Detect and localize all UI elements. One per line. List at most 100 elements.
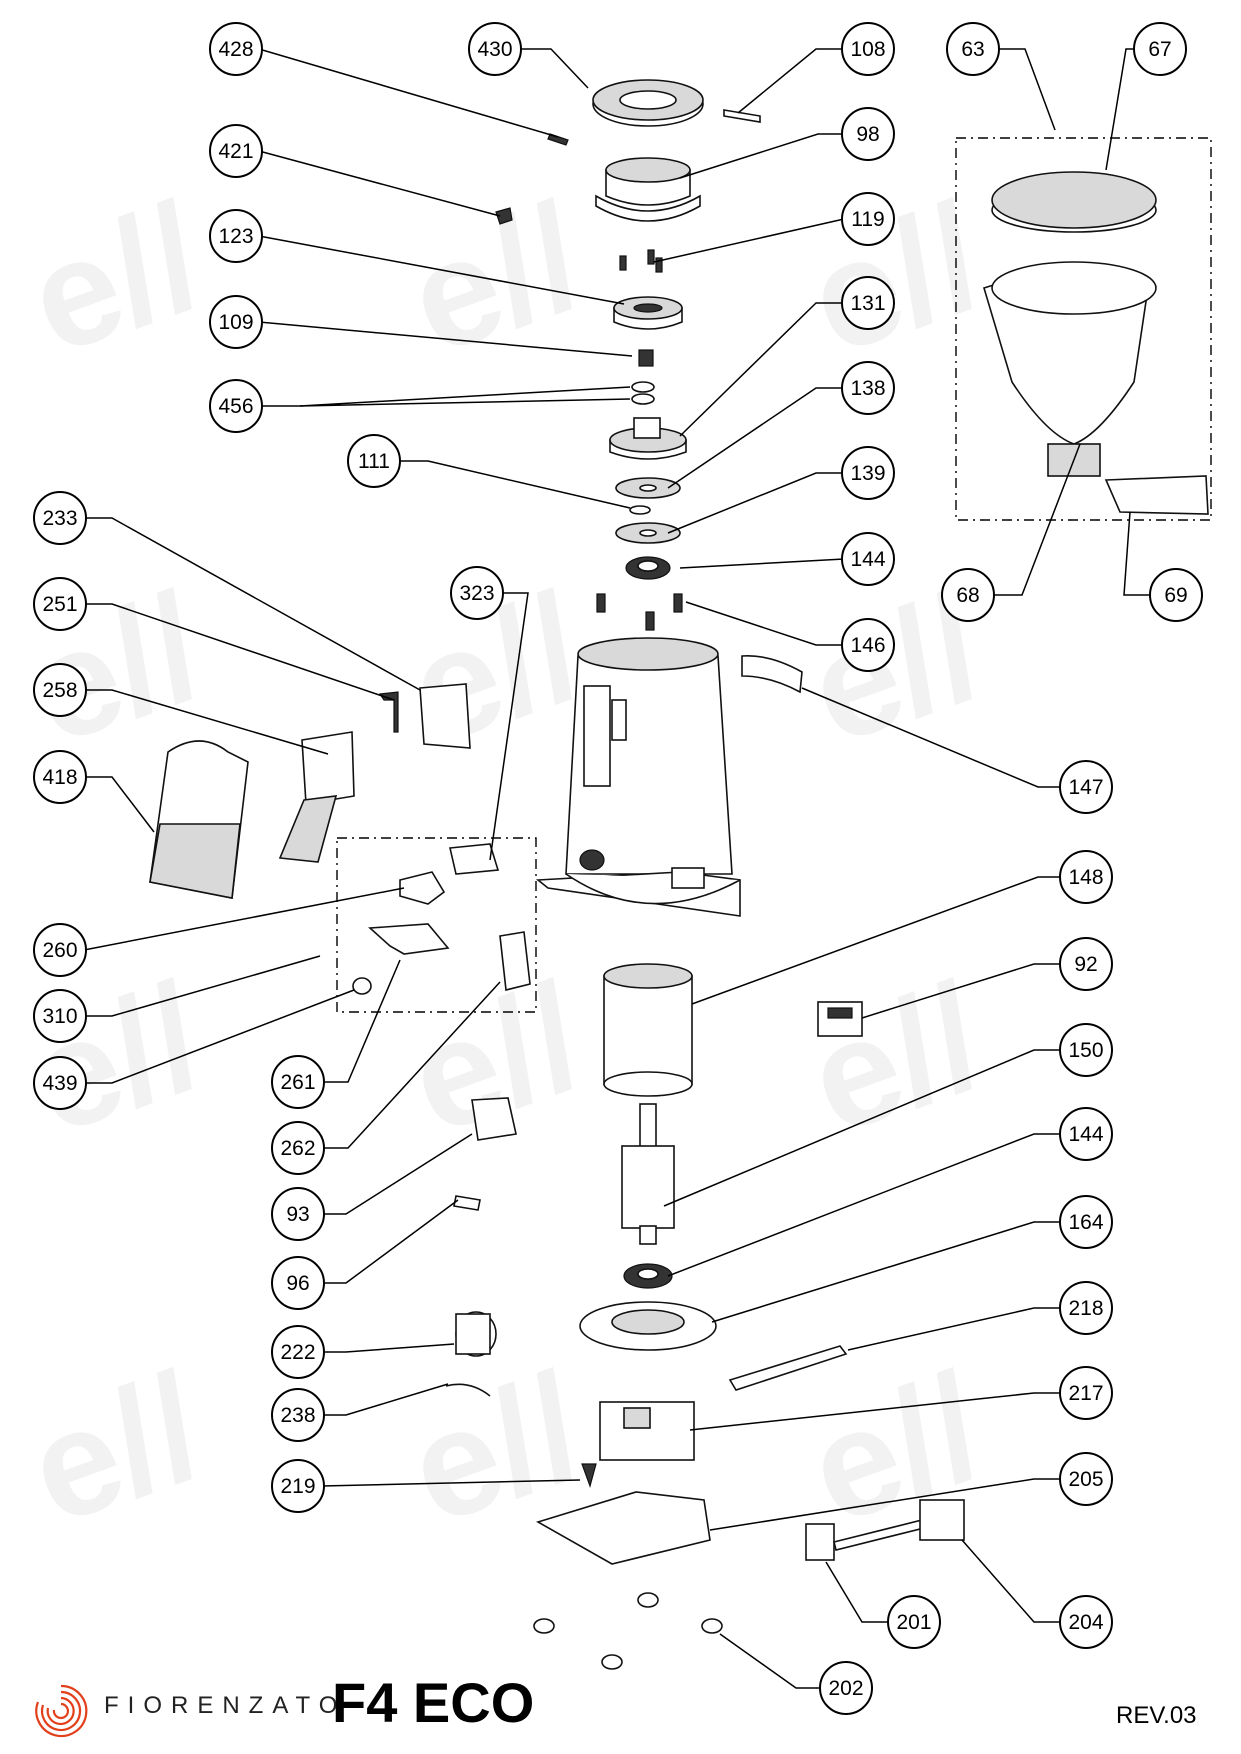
svg-text:93: 93: [286, 1203, 309, 1226]
svg-text:144: 144: [850, 548, 885, 571]
svg-text:428: 428: [218, 38, 253, 61]
svg-text:262: 262: [280, 1137, 315, 1160]
dose-assembly-box: [336, 837, 537, 1013]
svg-text:119: 119: [851, 208, 884, 231]
svg-text:421: 421: [218, 140, 253, 163]
svg-text:218: 218: [1068, 1297, 1103, 1320]
callout-310: 310: [33, 989, 87, 1043]
svg-text:e//: e//: [789, 951, 1003, 1166]
svg-text:148: 148: [1068, 866, 1103, 889]
svg-text:323: 323: [459, 582, 494, 605]
callout-96: 96: [271, 1256, 325, 1310]
callout-109: 109: [209, 295, 263, 349]
svg-text:147: 147: [1068, 776, 1103, 799]
svg-text:e//: e//: [9, 171, 223, 386]
callout-131: 131: [841, 276, 895, 330]
callout-202: 202: [819, 1661, 873, 1715]
callout-222: 222: [271, 1325, 325, 1379]
callout-146: 146: [841, 618, 895, 672]
callout-63: 63: [946, 22, 1000, 76]
callout-93: 93: [271, 1187, 325, 1241]
callout-261: 261: [271, 1055, 325, 1109]
svg-text:150: 150: [1068, 1039, 1103, 1062]
svg-text:217: 217: [1068, 1382, 1103, 1405]
svg-text:439: 439: [42, 1072, 77, 1095]
callout-218: 218: [1059, 1281, 1113, 1335]
callout-251: 251: [33, 577, 87, 631]
svg-text:430: 430: [477, 38, 512, 61]
svg-text:164: 164: [1068, 1211, 1103, 1234]
callout-123: 123: [209, 209, 263, 263]
callout-138: 138: [841, 361, 895, 415]
callout-108: 108: [841, 22, 895, 76]
model-title: F4 ECO: [332, 1671, 535, 1734]
callout-217: 217: [1059, 1366, 1113, 1420]
svg-text:e//: e//: [789, 171, 1003, 386]
svg-text:258: 258: [42, 679, 77, 702]
svg-text:109: 109: [218, 311, 253, 334]
svg-text:96: 96: [286, 1272, 309, 1295]
parts: [149, 79, 1209, 1670]
callout-139: 139: [841, 446, 895, 500]
callout-323: 323: [450, 566, 504, 620]
svg-text:68: 68: [956, 584, 979, 607]
svg-text:144: 144: [1068, 1123, 1103, 1146]
svg-text:98: 98: [856, 123, 879, 146]
svg-text:92: 92: [1074, 953, 1097, 976]
callout-418: 418: [33, 750, 87, 804]
callout-428: 428: [209, 22, 263, 76]
svg-text:e//: e//: [389, 171, 603, 386]
callout-262: 262: [271, 1121, 325, 1175]
callout-144-bottom: 144: [1059, 1107, 1113, 1161]
callout-204: 204: [1059, 1595, 1113, 1649]
svg-text:63: 63: [961, 38, 984, 61]
callout-201: 201: [887, 1595, 941, 1649]
hopper-assembly-box: [955, 137, 1212, 521]
svg-text:418: 418: [42, 766, 77, 789]
svg-text:123: 123: [218, 225, 253, 248]
svg-text:310: 310: [42, 1005, 77, 1028]
callout-69: 69: [1149, 568, 1203, 622]
svg-text:205: 205: [1068, 1468, 1103, 1491]
svg-text:204: 204: [1068, 1611, 1103, 1634]
callout-150: 150: [1059, 1023, 1113, 1077]
callout-260: 260: [33, 923, 87, 977]
callout-148: 148: [1059, 850, 1113, 904]
svg-text:261: 261: [280, 1071, 315, 1094]
svg-text:69: 69: [1164, 584, 1187, 607]
svg-text:111: 111: [358, 450, 390, 473]
callout-147: 147: [1059, 760, 1113, 814]
fiorenzato-logo-icon: [35, 1684, 88, 1738]
svg-text:251: 251: [42, 593, 77, 616]
svg-text:e//: e//: [9, 1341, 223, 1556]
svg-text:238: 238: [280, 1404, 315, 1427]
svg-text:222: 222: [280, 1341, 315, 1364]
callout-144-top: 144: [841, 532, 895, 586]
brand-name: FIORENZATO: [104, 1692, 347, 1719]
callout-238: 238: [271, 1388, 325, 1442]
svg-text:201: 201: [896, 1611, 931, 1634]
svg-text:139: 139: [850, 462, 885, 485]
callout-164: 164: [1059, 1195, 1113, 1249]
callout-67: 67: [1133, 22, 1187, 76]
svg-text:108: 108: [850, 38, 885, 61]
svg-text:233: 233: [42, 507, 77, 530]
callout-119: 119: [841, 192, 895, 246]
callout-430: 430: [468, 22, 522, 76]
callout-219: 219: [271, 1459, 325, 1513]
svg-text:e//: e//: [9, 951, 223, 1166]
callout-258: 258: [33, 663, 87, 717]
callout-439: 439: [33, 1056, 87, 1110]
svg-text:456: 456: [218, 395, 253, 418]
callout-group: 428 430 108 63 67 421 98 123 119 109 131…: [33, 22, 1203, 1715]
callout-421: 421: [209, 124, 263, 178]
svg-text:67: 67: [1148, 38, 1171, 61]
callout-68: 68: [941, 568, 995, 622]
svg-text:131: 131: [850, 292, 885, 315]
callout-205: 205: [1059, 1452, 1113, 1506]
svg-text:202: 202: [828, 1677, 863, 1700]
svg-text:146: 146: [850, 634, 885, 657]
callout-456: 456: [209, 379, 263, 433]
